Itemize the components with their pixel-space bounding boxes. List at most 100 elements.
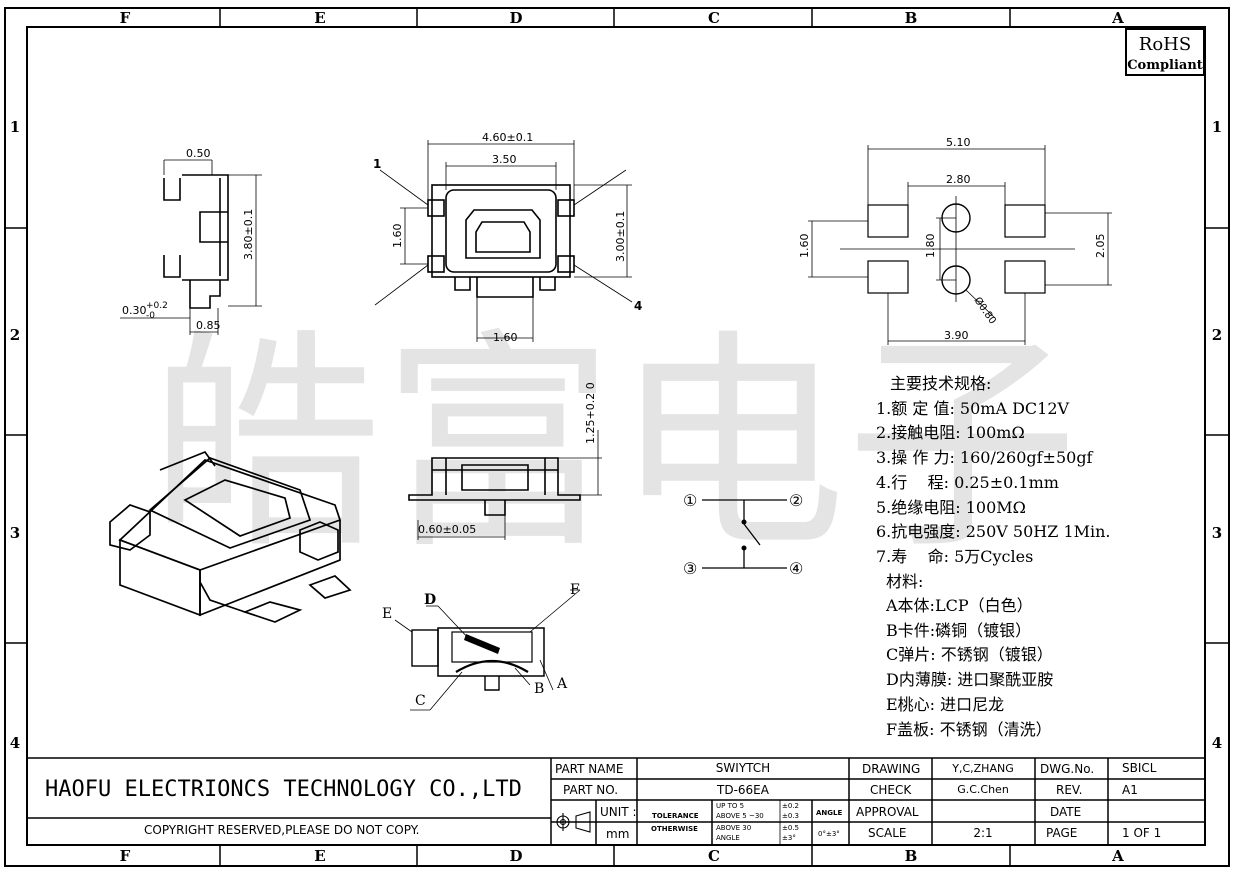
tol-range: ABOVE 30 [716,824,751,832]
drawing-label: DRAWING [862,762,920,776]
tol-value: ±0.5 [782,824,799,832]
angle-value: 0°±3° [818,830,840,838]
spec-item: 2.接触电阻: 100mΩ [876,423,1025,442]
col-label-bottom: C [708,847,720,865]
tolerance-label: TOLERANCE [652,812,699,820]
pin-3: ③ [683,559,697,578]
rohs-title: RoHS [1139,34,1191,55]
col-label-top: B [905,9,918,27]
tol-value: ±0.2 [782,802,799,810]
dim-pitch: 1.60 [391,224,404,249]
row-label-right: 1 [1212,118,1222,136]
col-label-top: A [1111,9,1124,27]
dim-height: 3.80±0.1 [242,209,255,260]
date-label: DATE [1050,805,1081,819]
check-value: G.C.Chen [957,783,1009,796]
material-item: B卡件:磷铜（镀银） [886,621,1031,640]
dim-offset-tol-up: +0.2 [146,301,168,311]
spec-item: 7.寿 命: 5万Cycles [876,547,1033,566]
col-label-top: C [708,9,720,27]
dim-total: 5.10 [946,136,971,149]
dwg-no-label: DWG.No. [1040,762,1094,776]
material-item: D内薄膜: 进口聚酰亚胺 [886,670,1053,689]
callout-E: E [382,606,392,622]
row-label-left: 2 [10,326,20,344]
pcb-layout: 5.10 2.80 3.90 1.60 1.80 2.05 Ø0.80 [798,136,1112,345]
section-view: D E F C B A [382,582,581,711]
dwg-no-value: SBICL [1122,761,1157,775]
callout-D: D [424,592,436,608]
rohs-compliant: Compliant [1127,58,1203,73]
tol-value: ±0.3 [782,812,799,820]
dim-inner: 3.50 [492,153,517,166]
scale-label: SCALE [868,826,906,840]
part-name-label: PART NAME [555,762,623,776]
copyright: COPYRIGHT RESERVED,PLEASE DO NOT COPY. [144,823,419,837]
col-label-bottom: A [1111,847,1124,865]
dim-outer: 4.60±0.1 [482,131,533,144]
dim-tab: 0.85 [196,319,221,332]
pin-label-4: 4 [634,299,642,313]
dim-height: 1.25+0.2 0 [584,382,597,444]
col-label-bottom: D [509,847,522,865]
material-item: E桃心: 进口尼龙 [886,695,1004,714]
unit-label: UNIT : [600,805,637,819]
dim-offset: 0.30 [122,304,147,317]
dim-left: 1.60 [798,234,811,259]
spec-item: 4.行 程: 0.25±0.1mm [876,473,1059,492]
callout-C: C [415,693,426,709]
pin-1: ① [683,491,697,510]
pin-label-1: 1 [373,157,381,171]
dim-offset-tol-dn: -0 [146,311,155,321]
scale-value: 2:1 [973,826,992,840]
watermark: 皓富电子 [150,310,1078,580]
side-view: 0.50 3.80±0.1 0.30 +0.2 -0 0.85 [120,147,262,335]
isometric-view [109,450,352,623]
inner-border [26,26,1206,846]
row-label-left: 1 [10,118,20,136]
page-label: PAGE [1046,826,1077,840]
row-label-right: 4 [1212,734,1222,752]
material-item: C弹片: 不锈钢（镀银） [886,645,1053,664]
tol-range: ANGLE [716,834,740,842]
material-item: A本体:LCP（白色） [885,596,1033,615]
part-name: SWIYTCH [716,761,770,775]
col-label-bottom: F [120,847,131,865]
dim-bottom: 1.60 [493,331,518,344]
col-label-bottom: B [905,847,918,865]
spec-heading: 主要技术规格: [890,374,991,393]
outer-border [4,7,1230,867]
col-label-top: E [314,9,325,27]
front-view: 1.25+0.2 0 0.60±0.05 [408,382,602,540]
dim-center: 1.80 [924,234,937,259]
page-value: 1 OF 1 [1122,826,1161,840]
part-no-label: PART NO. [563,783,618,797]
row-label-right: 3 [1212,524,1222,542]
dim-width: 0.50 [186,147,211,160]
tol-range: UP TO 5 [716,802,744,810]
angle-label: ANGLE [816,809,842,817]
dim-stem: 0.60±0.05 [418,523,476,536]
material-item: F盖板: 不锈钢（清洗） [886,720,1052,739]
dim-inner: 2.80 [946,173,971,186]
frame-ticks [5,8,1229,866]
part-no: TD-66EA [716,783,770,797]
col-label-top: F [120,9,131,27]
spec-item: 1.额 定 值: 50mA DC12V [876,399,1070,418]
spec-list: 主要技术规格: 1.额 定 值: 50mA DC12V 2.接触电阻: 100m… [876,374,1111,739]
tol-range: ABOVE 5 ~30 [716,812,764,820]
drawing-value: Y,C,ZHANG [951,762,1013,775]
row-label-left: 3 [10,524,20,542]
tol-value: ±3° [782,834,796,842]
materials-heading: 材料: [886,572,923,591]
dim-bottom: 3.90 [944,329,969,342]
col-label-bottom: E [314,847,325,865]
dim-right: 2.05 [1094,234,1107,259]
row-label-left: 4 [10,734,20,752]
title-block: HAOFU ELECTRIONCS TECHNOLOGY CO.,LTD COP… [27,757,1205,845]
projection-symbol-icon [555,811,591,833]
row-label-right: 2 [1212,326,1222,344]
rohs-badge: RoHS Compliant [1125,28,1205,76]
spec-item: 5.绝缘电阻: 100MΩ [876,498,1026,517]
